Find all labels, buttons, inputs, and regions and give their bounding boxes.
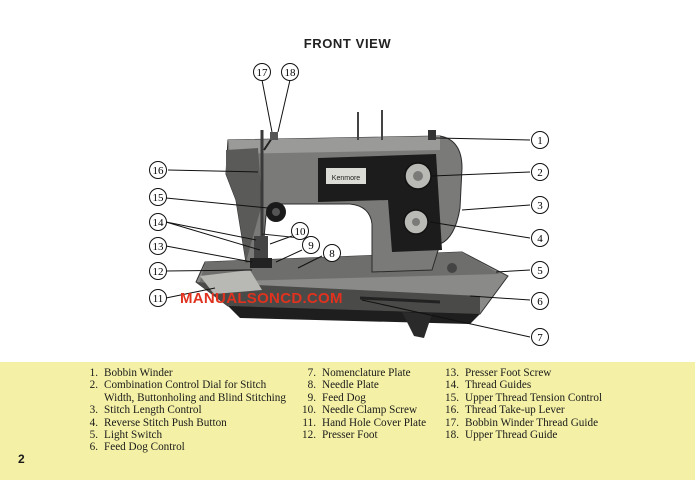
svg-text:16: 16	[153, 165, 165, 177]
svg-text:1: 1	[537, 135, 543, 147]
legend-item: 5.Light Switch	[89, 429, 163, 442]
callout-10: 10	[291, 222, 309, 240]
legend-item: 8.Needle Plate	[307, 379, 379, 392]
machine-body: Kenmore	[225, 110, 463, 273]
callout-16: 16	[149, 161, 167, 179]
callout-2: 2	[531, 163, 549, 181]
sewing-machine-diagram: Kenmore	[149, 63, 549, 346]
legend-item: 18.Upper Thread Guide	[445, 429, 558, 442]
callout-4: 4	[531, 229, 549, 247]
callout-3: 3	[531, 196, 549, 214]
svg-text:8: 8	[329, 248, 335, 260]
legend-item: 2.Combination Control Dial for Stitch	[89, 379, 267, 392]
callout-7: 7	[531, 328, 549, 346]
legend-item: 17.Bobbin Winder Thread Guide	[445, 416, 599, 429]
svg-text:5: 5	[537, 265, 543, 277]
svg-text:11: 11	[153, 293, 164, 305]
svg-text:7: 7	[537, 332, 543, 344]
callout-6: 6	[531, 292, 549, 310]
callout-12: 12	[149, 262, 167, 280]
legend-item: 11.Hand Hole Cover Plate	[302, 416, 427, 429]
svg-text:6: 6	[537, 296, 543, 308]
svg-text:4: 4	[537, 233, 543, 245]
legend-column-1: 1.Bobbin Winder 2.Combination Control Di…	[84, 367, 294, 454]
callout-14: 14	[149, 213, 167, 231]
parts-legend: 1.Bobbin Winder 2.Combination Control Di…	[0, 362, 695, 480]
svg-text:18: 18	[285, 67, 297, 79]
badge-label: Kenmore	[332, 175, 361, 182]
callout-11: 11	[149, 289, 167, 307]
callout-15: 15	[149, 188, 167, 206]
svg-text:10: 10	[295, 226, 307, 238]
callout-1: 1	[531, 131, 549, 149]
svg-text:13: 13	[153, 241, 165, 253]
nomenclature-badge	[326, 168, 366, 184]
svg-text:15: 15	[153, 192, 165, 204]
page-number: 2	[18, 452, 25, 466]
svg-text:2: 2	[537, 167, 543, 179]
legend-item: 12.Presser Foot	[302, 429, 378, 442]
legend-item: 13.Presser Foot Screw	[445, 367, 552, 379]
callout-5: 5	[531, 261, 549, 279]
legend-item: 3.Stitch Length Control	[89, 404, 202, 417]
legend-item: 10.Needle Clamp Screw	[302, 404, 418, 417]
legend-item: 15.Upper Thread Tension Control	[445, 391, 603, 404]
legend-item: 7.Nomenclature Plate	[307, 367, 411, 379]
legend-item: 9.Feed Dog	[307, 391, 366, 404]
callout-18: 18	[281, 63, 299, 81]
legend-item: 16.Thread Take-up Lever	[445, 404, 565, 417]
legend-item: 1.Bobbin Winder	[89, 367, 173, 379]
callout-13: 13	[149, 237, 167, 255]
leader-lines	[165, 79, 531, 338]
legend-column-2: 7.Nomenclature Plate 8.Needle Plate 9.Fe…	[296, 367, 444, 441]
callout-17: 17	[253, 63, 271, 81]
legend-item: Width, Buttonholing and Blind Stitching	[104, 391, 286, 404]
callout-9: 9	[302, 236, 320, 254]
callout-markers: 17 18 16 15 14 13 12 11 10 9 8 1 2 3 4 5…	[149, 63, 549, 346]
svg-text:12: 12	[153, 266, 164, 278]
svg-text:9: 9	[308, 240, 314, 252]
legend-item: 14.Thread Guides	[445, 379, 532, 392]
callout-8: 8	[323, 244, 341, 262]
legend-column-3: 13.Presser Foot Screw 14.Thread Guides 1…	[441, 367, 661, 441]
svg-text:17: 17	[257, 67, 269, 79]
watermark-text: MANUALSONCD.COM	[180, 290, 343, 307]
legend-item: 6.Feed Dog Control	[89, 441, 185, 454]
svg-text:14: 14	[153, 217, 165, 229]
svg-text:3: 3	[537, 200, 543, 212]
hand-hole-cover-plate	[200, 270, 262, 294]
page-title: FRONT VIEW	[303, 36, 392, 51]
legend-item: 4.Reverse Stitch Push Button	[89, 416, 227, 429]
